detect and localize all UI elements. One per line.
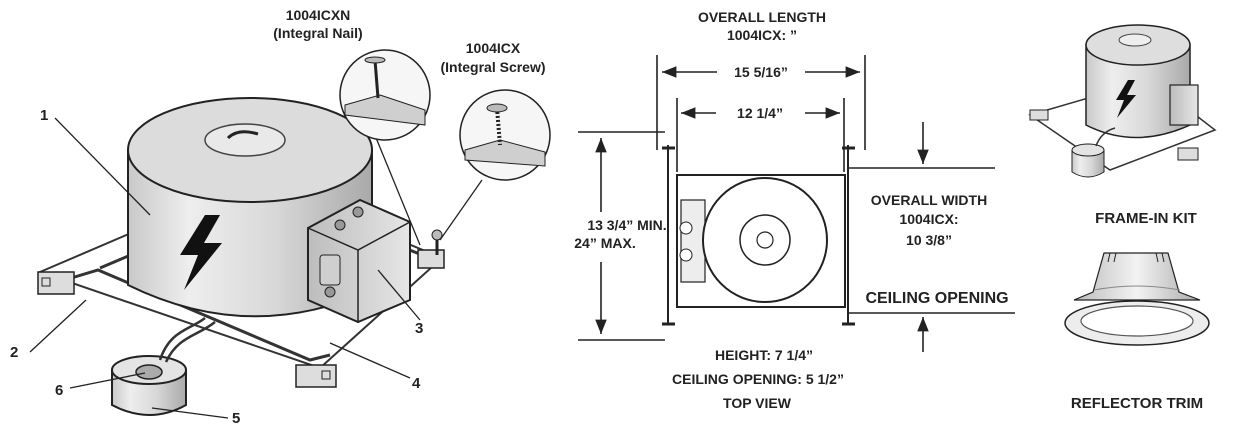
dimension-lines (578, 55, 1015, 352)
reflector-trim-illustration (1064, 252, 1210, 346)
frame-in-kit-illustration (1028, 24, 1217, 178)
lightning-bolt-icon (180, 215, 222, 290)
top-view-drawing (662, 145, 855, 326)
screw-detail (459, 89, 551, 181)
spec-view-label: TOP VIEW (723, 395, 792, 411)
ceiling-opening-label: CEILING OPENING (865, 290, 1008, 307)
height-span-min: 13 3/4” MIN. (587, 217, 666, 233)
part-number-2: 2 (10, 344, 18, 361)
overall-length-title: OVERALL LENGTH (698, 9, 826, 25)
lead-wires (158, 317, 206, 361)
part-number-5: 5 (232, 410, 240, 427)
nail-detail (339, 49, 431, 141)
leader-lines (29, 117, 483, 419)
length-outer-dim: 15 5/16” (734, 64, 788, 80)
overall-width-value: 10 3/8” (906, 232, 952, 248)
housing-illustration (37, 97, 445, 416)
part-number-4: 4 (412, 375, 421, 392)
nail-desc-label: (Integral Nail) (273, 25, 362, 41)
overall-width-model: 1004ICX: (899, 211, 958, 227)
screw-model-label: 1004ICX (466, 40, 521, 56)
part-number-1: 1 (40, 107, 48, 124)
spec-height: HEIGHT: 7 1/4” (715, 347, 813, 363)
socket (135, 364, 163, 380)
reflector-trim-label: REFLECTOR TRIM (1071, 395, 1203, 412)
part-number-3: 3 (415, 320, 423, 337)
frame-in-kit-label: FRAME-IN KIT (1095, 210, 1197, 227)
top-view-junction-box (680, 199, 706, 283)
height-span-max: 24” MAX. (574, 235, 635, 251)
overall-width-title: OVERALL WIDTH (871, 192, 987, 208)
length-inner-dim: 12 1/4” (737, 105, 783, 121)
left-bracket (37, 271, 75, 295)
screw-desc-label: (Integral Screw) (440, 59, 545, 75)
nail-model-label: 1004ICXN (286, 7, 351, 23)
spec-ceiling-opening: CEILING OPENING: 5 1/2” (672, 371, 844, 387)
part-number-6: 6 (55, 382, 63, 399)
overall-length-model: 1004ICX: ” (727, 27, 797, 43)
